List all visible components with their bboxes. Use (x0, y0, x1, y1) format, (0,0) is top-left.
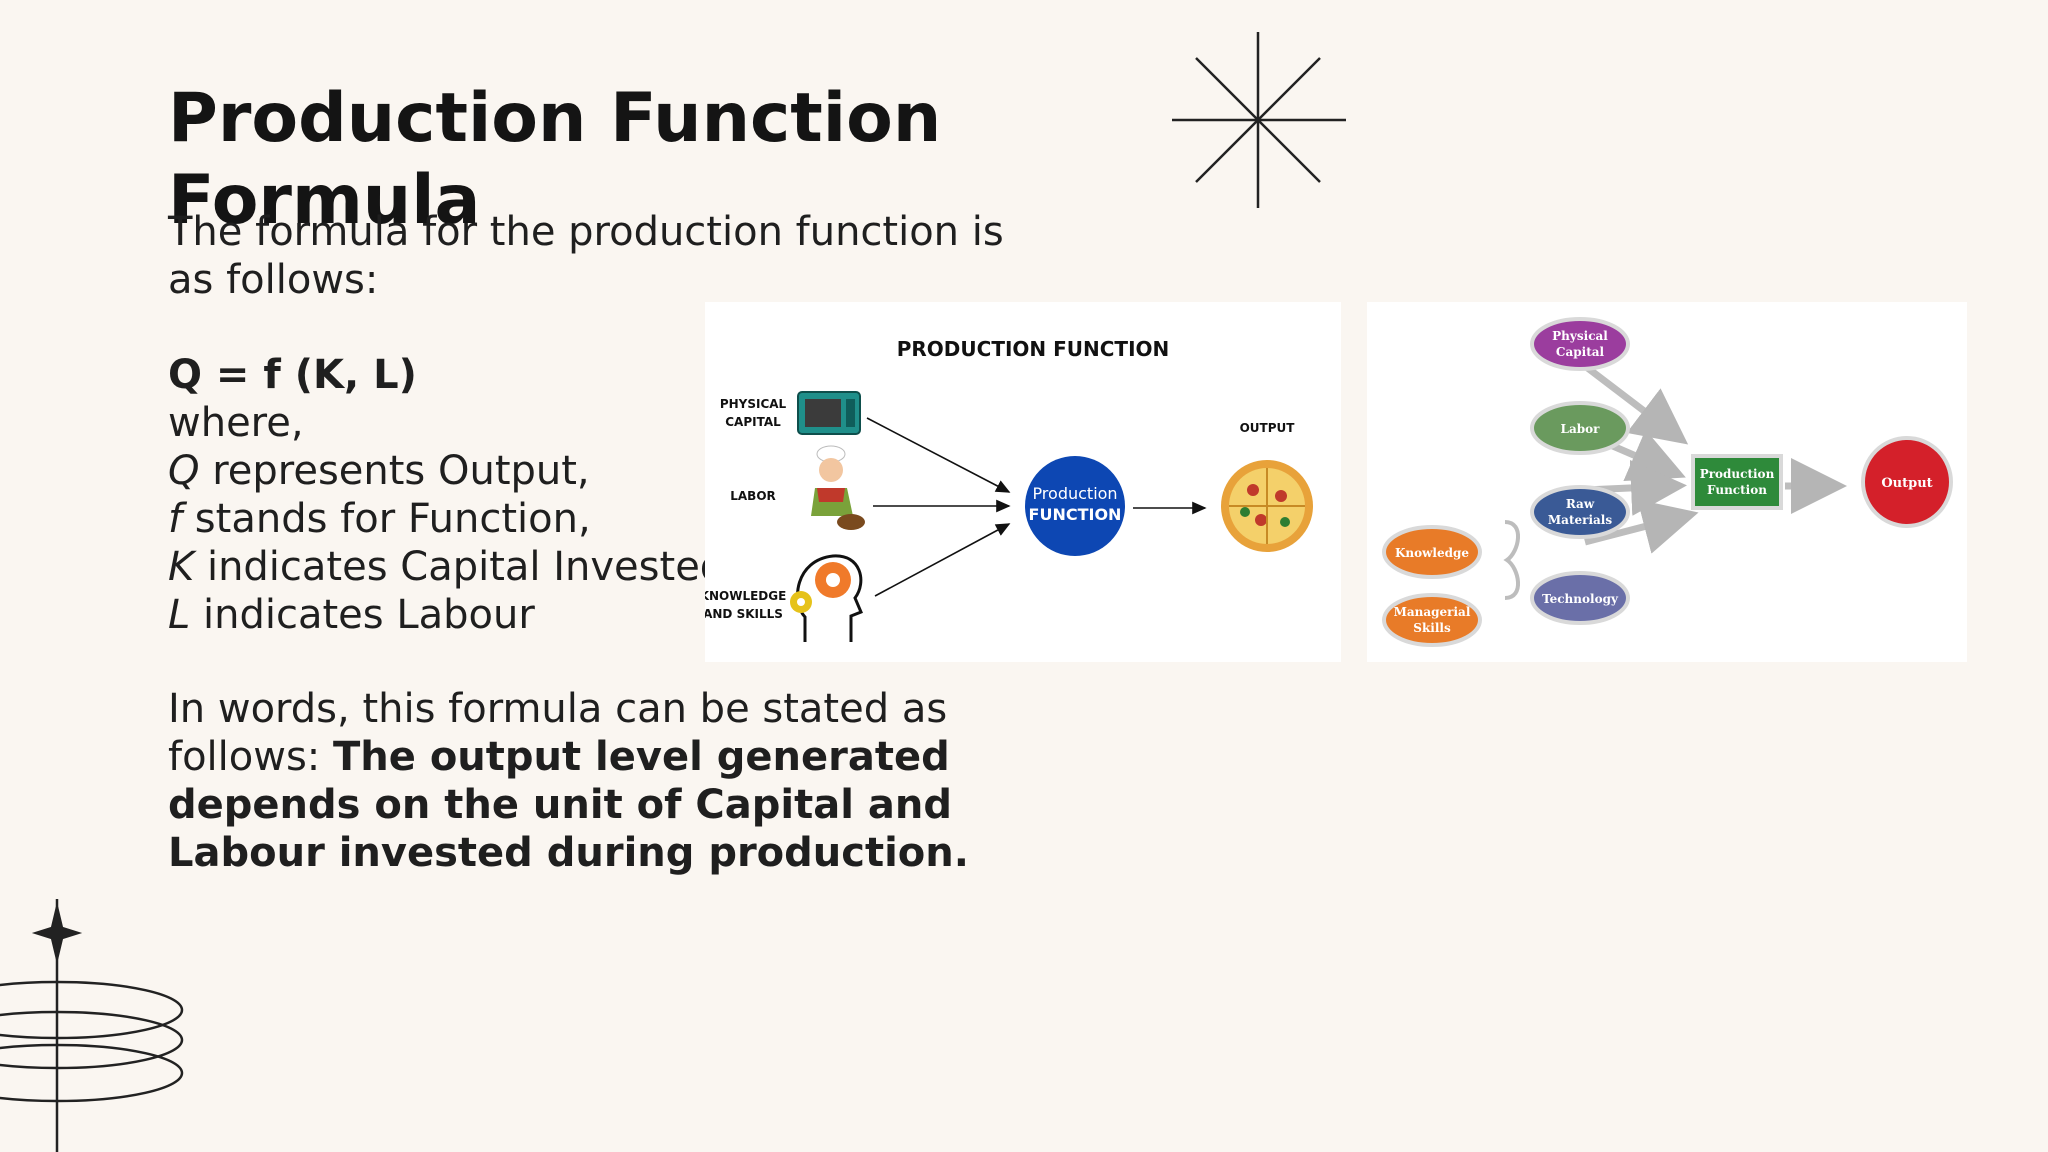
knowledge-label-2: AND SKILLS (705, 607, 783, 621)
head-gears-icon (790, 554, 863, 642)
definition-f: f stands for Function, (168, 496, 591, 542)
intro-text: The formula for the production function … (168, 209, 1004, 303)
chef-icon (811, 445, 865, 530)
definition-l: L indicates Labour (168, 592, 535, 638)
raw-materials-oval (1530, 485, 1630, 539)
output-text: Output (1881, 476, 1932, 491)
function-circle-label-2: FUNCTION (1029, 505, 1122, 524)
spiral-decoration (0, 899, 184, 1152)
page-title: Production Function Formula (168, 79, 942, 240)
output-circle (1861, 436, 1953, 528)
output-label: OUTPUT (1240, 421, 1296, 435)
formula: Q = f (K, L) (168, 352, 417, 398)
function-circle-label-1: Production (1032, 484, 1117, 503)
production-function-box-text-1: Production (1700, 467, 1775, 481)
technology-oval (1530, 571, 1630, 625)
knowledge-text: Knowledge (1395, 546, 1469, 560)
microwave-icon (797, 391, 861, 435)
definition-k: K indicates Capital Invested, (168, 544, 738, 590)
function-circle (1025, 456, 1125, 556)
physical-capital-text-1: Physical (1552, 329, 1608, 343)
knowledge-oval (1382, 525, 1482, 579)
production-function-diagram: Physical Capital Labor Raw Materials Tec… (1367, 302, 1967, 662)
definition-q: Q represents Output, (168, 448, 590, 494)
production-function-illustration: PRODUCTION FUNCTION PHYSICAL CAPITAL LAB… (700, 302, 1341, 662)
managerial-skills-text-1: Managerial (1394, 605, 1471, 619)
managerial-skills-text-2: Skills (1413, 621, 1451, 635)
labor-label: LABOR (730, 489, 776, 503)
physical-capital-label-1: PHYSICAL (720, 397, 787, 411)
labor-oval (1530, 401, 1630, 455)
production-function-box-text-2: Function (1707, 483, 1767, 497)
raw-materials-text-1: Raw (1566, 497, 1595, 511)
knowledge-label-1: KNOWLEDGE (705, 589, 786, 603)
formula-in-words: In words, this formula can be stated as … (168, 686, 969, 876)
production-function-box (1691, 454, 1783, 510)
pizza-icon (1221, 460, 1313, 552)
managerial-skills-oval (1382, 593, 1482, 647)
where-text: where, (168, 400, 304, 446)
starburst-decoration (1172, 32, 1346, 208)
technology-text: Technology (1542, 592, 1619, 606)
raw-materials-text-2: Materials (1548, 513, 1612, 527)
physical-capital-text-2: Capital (1556, 345, 1605, 359)
physical-capital-oval (1530, 317, 1630, 371)
figure1-heading: PRODUCTION FUNCTION (897, 337, 1170, 361)
physical-capital-label-2: CAPITAL (725, 415, 781, 429)
labor-text: Labor (1561, 422, 1601, 436)
